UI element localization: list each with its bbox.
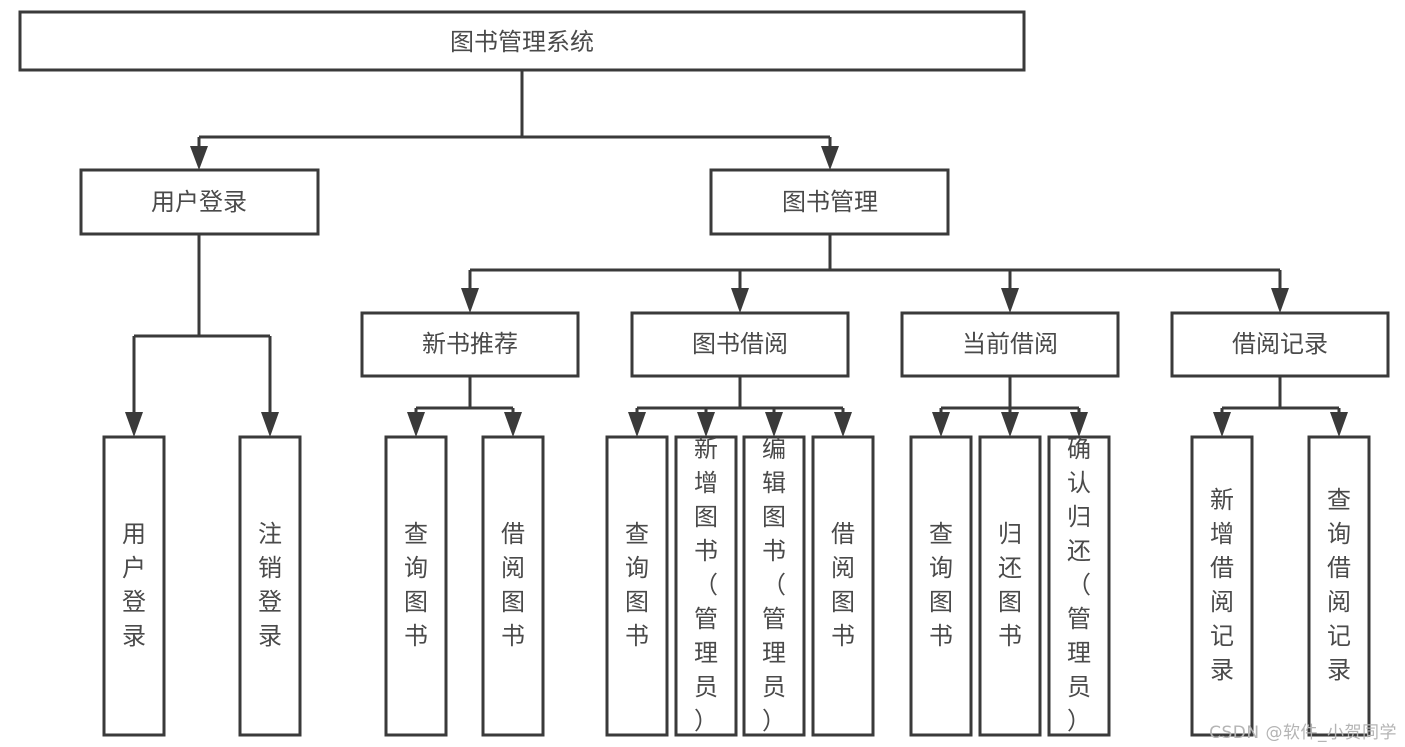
node-new-book-recommend-label: 新书推荐 [422, 330, 518, 358]
leaf-node-query-book-3[interactable]: 查询图书 [909, 435, 973, 737]
arrow-head-leaf-add-book [697, 412, 715, 437]
leaf-add-book-label: 新增图书（管理员） [694, 435, 718, 735]
leaf-query-book-3-label: 查询图书 [929, 520, 953, 650]
node-new-book-recommend-box[interactable] [360, 311, 580, 378]
leaf-query-book-2-label: 查询图书 [625, 520, 649, 650]
arrow-head-leaf-edit-book [765, 412, 783, 437]
leaf-query-book-1-label: 查询图书 [404, 520, 428, 650]
node-borrow-record-label: 借阅记录 [1232, 330, 1328, 358]
connector-layer [125, 70, 1348, 437]
node-book-borrow[interactable]: 图书借阅 [630, 311, 850, 378]
leaf-user-login-label: 用户登录 [122, 520, 146, 650]
leaf-node-query-record[interactable]: 查询借阅记录 [1307, 435, 1371, 737]
leaf-borrow-book-2-label: 借阅图书 [831, 520, 855, 650]
leaf-node-borrow-book-2[interactable]: 借阅图书 [811, 435, 875, 737]
arrow-head-user-login [190, 146, 208, 170]
arrow-head-book-borrow [731, 288, 749, 313]
leaf-query-book-1-box[interactable] [384, 435, 448, 737]
node-root-label: 图书管理系统 [450, 28, 594, 56]
leaf-borrow-book-1-box[interactable] [481, 435, 545, 737]
leaf-edit-book-box[interactable] [742, 435, 806, 737]
arrow-head-leaf-query-record [1330, 412, 1348, 437]
node-borrow-record-box[interactable] [1170, 311, 1390, 378]
node-book-borrow-label: 图书借阅 [692, 330, 788, 358]
leaf-add-book-box[interactable] [674, 435, 738, 737]
node-user-login[interactable]: 用户登录 [79, 168, 320, 236]
leaf-query-record-box[interactable] [1307, 435, 1371, 737]
node-user-login-label: 用户登录 [151, 188, 247, 216]
node-book-borrow-box[interactable] [630, 311, 850, 378]
leaf-query-record-label: 查询借阅记录 [1327, 486, 1351, 684]
leaf-node-borrow-book-1[interactable]: 借阅图书 [481, 435, 545, 737]
node-current-borrow-box[interactable] [900, 311, 1120, 378]
leaf-user-login-box[interactable] [102, 435, 166, 737]
leaf-confirm-return-box[interactable] [1047, 435, 1111, 737]
arrow-head-new-book-recommend [461, 288, 479, 313]
node-user-login-box[interactable] [79, 168, 320, 236]
leaf-borrow-book-1-label: 借阅图书 [501, 520, 525, 650]
arrow-head-leaf-query-book-1 [407, 412, 425, 437]
node-current-borrow-label: 当前借阅 [962, 330, 1058, 358]
leaf-query-book-2-box[interactable] [605, 435, 669, 737]
leaf-add-record-label: 新增借阅记录 [1210, 486, 1234, 684]
node-root-box[interactable] [18, 10, 1026, 72]
leaf-borrow-book-2-box[interactable] [811, 435, 875, 737]
leaf-node-return-book[interactable]: 归还图书 [978, 435, 1042, 737]
arrow-head-leaf-return-book [1001, 412, 1019, 437]
node-borrow-record[interactable]: 借阅记录 [1170, 311, 1390, 378]
leaf-node-query-book-2[interactable]: 查询图书 [605, 435, 669, 737]
arrow-head-leaf-borrow-book-1 [504, 412, 522, 437]
arrow-head-leaf-confirm-return [1070, 412, 1088, 437]
arrow-head-leaf-user-logout [261, 412, 279, 437]
arrow-head-current-borrow [1001, 288, 1019, 313]
arrow-head-leaf-borrow-book-2 [834, 412, 852, 437]
leaf-return-book-box[interactable] [978, 435, 1042, 737]
leaf-node-user-login[interactable]: 用户登录 [102, 435, 166, 737]
leaf-node-confirm-return[interactable]: 确认归还（管理员） [1047, 435, 1111, 737]
node-book-manage[interactable]: 图书管理 [709, 168, 950, 236]
node-book-manage-label: 图书管理 [782, 188, 878, 216]
node-root[interactable]: 图书管理系统 [18, 10, 1026, 72]
leaf-query-book-3-box[interactable] [909, 435, 973, 737]
leaf-user-logout-label: 注销登录 [258, 520, 282, 650]
arrow-head-leaf-user-login [125, 412, 143, 437]
arrow-head-leaf-query-book-3 [932, 412, 950, 437]
leaf-edit-book-label: 编辑图书（管理员） [762, 435, 786, 735]
node-current-borrow[interactable]: 当前借阅 [900, 311, 1120, 378]
leaf-node-query-book-1[interactable]: 查询图书 [384, 435, 448, 737]
arrow-head-leaf-query-book-2 [628, 412, 646, 437]
leaf-confirm-return-label: 确认归还（管理员） [1067, 435, 1091, 735]
node-new-book-recommend[interactable]: 新书推荐 [360, 311, 580, 378]
arrow-head-leaf-add-record [1213, 412, 1231, 437]
leaf-node-add-book[interactable]: 新增图书（管理员） [674, 435, 738, 737]
leaf-add-record-box[interactable] [1190, 435, 1254, 737]
node-book-manage-box[interactable] [709, 168, 950, 236]
csdn-watermark: CSDN @软件_小贺同学 [1209, 723, 1397, 743]
arrow-head-borrow-record [1271, 288, 1289, 313]
leaf-node-edit-book[interactable]: 编辑图书（管理员） [742, 435, 806, 737]
leaf-return-book-label: 归还图书 [998, 520, 1022, 650]
leaf-node-add-record[interactable]: 新增借阅记录 [1190, 435, 1254, 737]
arrow-head-book-manage [821, 146, 839, 170]
leaf-user-logout-box[interactable] [238, 435, 302, 737]
leaf-node-user-logout[interactable]: 注销登录 [238, 435, 302, 737]
